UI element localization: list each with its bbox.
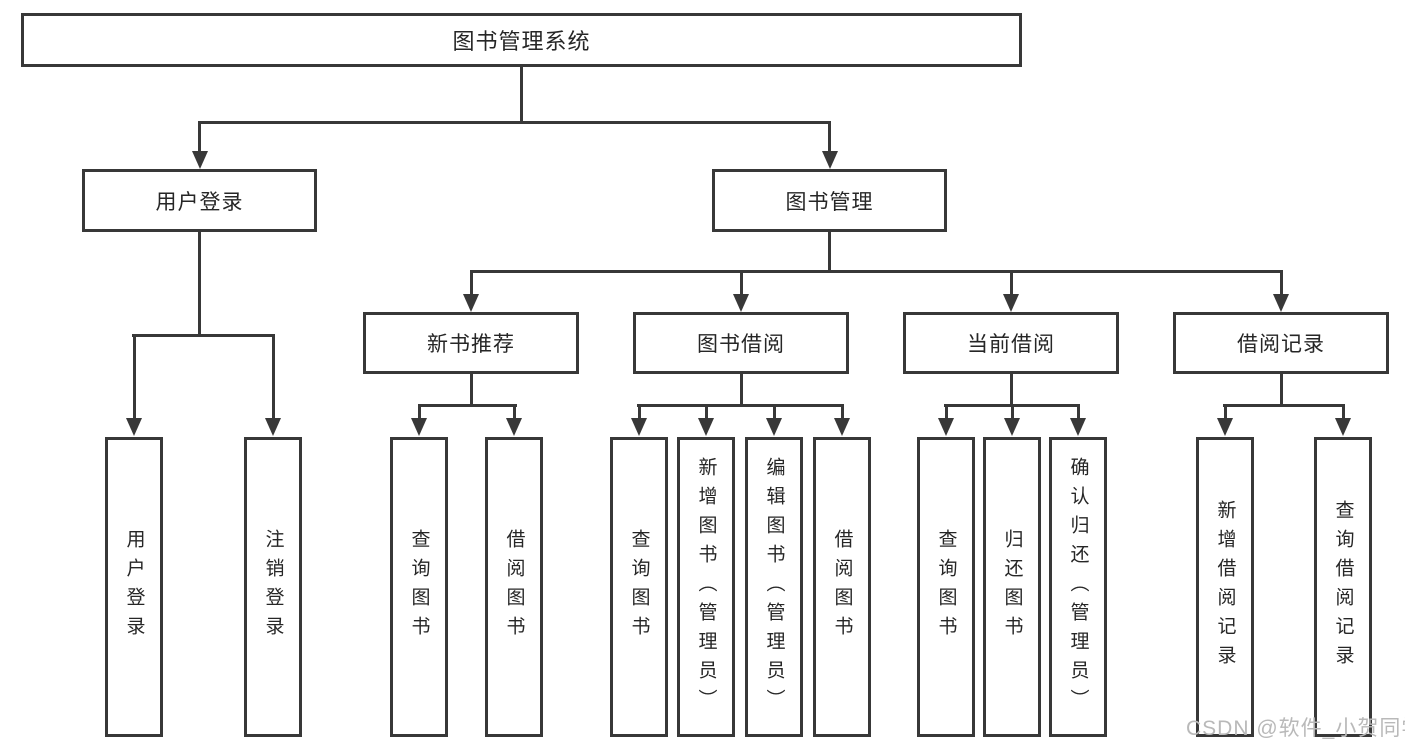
leaf-borrow-borrow-books: 借阅图书 [813, 437, 871, 737]
node-label: 新书推荐 [427, 333, 515, 356]
node-label: 当前借阅 [967, 333, 1055, 356]
node-book-management: 图书管理 [712, 169, 947, 232]
leaf-borrow-add-books-admin: 新增图书（管理员） [677, 437, 735, 737]
connector-root-horizontal [198, 121, 831, 124]
connector-login-feed [198, 231, 201, 335]
connector-drop-leaf [272, 334, 275, 419]
connector-drop-book-management [828, 121, 831, 151]
connector-drop-leaf [945, 404, 948, 419]
arrow-down-icon [1217, 418, 1233, 436]
connector-drop-leaf [1224, 404, 1227, 419]
node-current-borrow: 当前借阅 [903, 312, 1119, 374]
arrow-down-icon [506, 418, 522, 436]
arrow-down-icon [1273, 294, 1289, 312]
leaf-label: 归还图书 [1001, 529, 1023, 645]
arrow-down-icon [733, 294, 749, 312]
connector-drop-leaf [1011, 404, 1014, 419]
leaf-label: 用户登录 [123, 529, 145, 645]
connector-drop-leaf [705, 404, 708, 419]
connector-drop-records [1280, 270, 1283, 295]
leaf-borrow-query-books: 查询图书 [610, 437, 668, 737]
node-label: 借阅记录 [1237, 333, 1325, 356]
arrow-down-icon [938, 418, 954, 436]
leaf-borrow-edit-books-admin: 编辑图书（管理员） [745, 437, 803, 737]
leaf-label: 查询图书 [408, 529, 430, 645]
arrow-down-icon [698, 418, 714, 436]
connector-drop-leaf [1342, 404, 1345, 419]
arrow-down-icon [822, 151, 838, 169]
connector-drop-recommend [470, 270, 473, 295]
leaf-label: 新增借阅记录 [1214, 500, 1236, 674]
node-new-book-recommend: 新书推荐 [363, 312, 579, 374]
leaf-current-return-books: 归还图书 [983, 437, 1041, 737]
node-user-login: 用户登录 [82, 169, 317, 232]
leaf-label: 注销登录 [262, 529, 284, 645]
leaf-label: 确认归还（管理员） [1067, 456, 1089, 718]
arrow-down-icon [192, 151, 208, 169]
leaf-label: 借阅图书 [831, 529, 853, 645]
connector-login-horizontal [132, 334, 275, 337]
leaf-label: 新增图书（管理员） [695, 456, 717, 718]
node-book-borrow: 图书借阅 [633, 312, 849, 374]
arrow-down-icon [1003, 294, 1019, 312]
leaf-records-add-record: 新增借阅记录 [1196, 437, 1254, 737]
arrow-down-icon [766, 418, 782, 436]
connector-borrow-horizontal [637, 404, 844, 407]
connector-recommend-horizontal [418, 404, 517, 407]
node-label: 图书借阅 [697, 333, 785, 356]
arrow-down-icon [126, 418, 142, 436]
arrow-down-icon [463, 294, 479, 312]
connector-drop-current [1010, 270, 1013, 295]
connector-drop-leaf [638, 404, 641, 419]
connector-drop-leaf [133, 334, 136, 419]
connector-management-feed [828, 231, 831, 272]
arrow-down-icon [411, 418, 427, 436]
connector-drop-leaf [418, 404, 421, 419]
connector-current-feed [1010, 372, 1013, 406]
connector-drop-user-login [198, 121, 201, 151]
leaf-current-confirm-return-admin: 确认归还（管理员） [1049, 437, 1107, 737]
connector-management-horizontal [470, 270, 1282, 273]
node-label: 图书管理 [785, 190, 874, 214]
leaf-current-query-books: 查询图书 [917, 437, 975, 737]
csdn-watermark: CSDN @软件_小贺同学 [1186, 717, 1405, 740]
leaf-label: 编辑图书（管理员） [763, 456, 785, 718]
connector-borrow-feed [740, 372, 743, 406]
connector-drop-borrow [740, 270, 743, 295]
connector-recommend-feed [470, 372, 473, 406]
node-borrow-records: 借阅记录 [1173, 312, 1389, 374]
arrow-down-icon [1070, 418, 1086, 436]
leaf-records-query-record: 查询借阅记录 [1314, 437, 1372, 737]
leaf-label: 查询借阅记录 [1332, 500, 1354, 674]
arrow-down-icon [1335, 418, 1351, 436]
connector-drop-leaf [841, 404, 844, 419]
node-label: 图书管理系统 [452, 29, 591, 54]
arrow-down-icon [834, 418, 850, 436]
connector-drop-leaf [773, 404, 776, 419]
connector-root-feed [520, 66, 523, 124]
node-library-management-system: 图书管理系统 [21, 13, 1022, 67]
connector-drop-leaf [1077, 404, 1080, 419]
arrow-down-icon [1004, 418, 1020, 436]
node-label: 用户登录 [155, 190, 244, 214]
leaf-recommend-query-books: 查询图书 [390, 437, 448, 737]
leaf-label: 借阅图书 [503, 529, 525, 645]
leaf-label: 查询图书 [628, 529, 650, 645]
leaf-recommend-borrow-books: 借阅图书 [485, 437, 543, 737]
arrow-down-icon [265, 418, 281, 436]
leaf-user-login: 用户登录 [105, 437, 163, 737]
leaf-label: 查询图书 [935, 529, 957, 645]
arrow-down-icon [631, 418, 647, 436]
leaf-logout: 注销登录 [244, 437, 302, 737]
connector-drop-leaf [513, 404, 516, 419]
connector-records-horizontal [1223, 404, 1345, 407]
connector-records-feed [1280, 372, 1283, 406]
